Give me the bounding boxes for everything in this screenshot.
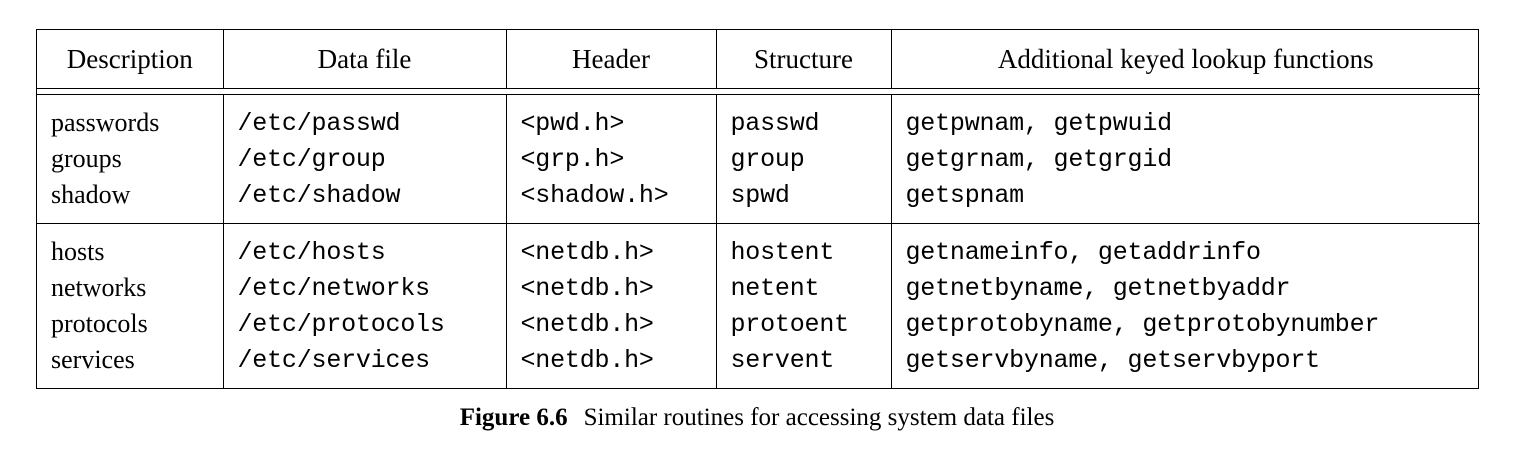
cell-functions: getpwnam, getpwuid [890, 105, 1480, 141]
table-row: networks /etc/networks <netdb.h> netent … [37, 270, 1480, 306]
column-header-structure: Structure [715, 30, 891, 88]
cell-structure: servent [715, 342, 891, 378]
cell-structure: netent [715, 270, 891, 306]
group-2-bottom-spacer [37, 378, 1480, 388]
cell-description: groups [51, 144, 122, 173]
cell-description: protocols [51, 309, 148, 338]
cell-structure: protoent [715, 306, 891, 342]
table-header-row: Description Data file Header Structure A… [37, 30, 1480, 88]
column-header-data-file: Data file [222, 30, 506, 88]
cell-structure: passwd [715, 105, 891, 141]
data-files-table: Description Data file Header Structure A… [36, 29, 1480, 389]
column-header-functions: Additional keyed lookup functions [890, 30, 1480, 88]
figure-caption-label: Figure 6.6 [459, 404, 568, 431]
cell-description: shadow [51, 180, 131, 209]
cell-description: services [51, 345, 135, 374]
table-row: groups /etc/group <grp.h> group getgrnam… [37, 141, 1480, 177]
cell-data-file: /etc/passwd [222, 105, 506, 141]
cell-functions: getprotobyname, getprotobynumber [890, 306, 1480, 342]
group-2-top-spacer [37, 224, 1480, 234]
cell-functions: getnameinfo, getaddrinfo [890, 234, 1480, 270]
cell-structure: group [715, 141, 891, 177]
group-1-bottom-spacer [37, 213, 1480, 223]
table-row: passwords /etc/passwd <pwd.h> passwd get… [37, 105, 1480, 141]
cell-structure: spwd [715, 177, 891, 213]
figure-caption: Figure 6.6 Similar routines for accessing… [0, 404, 1514, 432]
column-header-description: Description [66, 44, 193, 74]
header-double-rule [37, 88, 1480, 95]
cell-header: <pwd.h> [505, 105, 716, 141]
cell-header: <netdb.h> [505, 306, 716, 342]
cell-data-file: /etc/group [222, 141, 506, 177]
table-row: services /etc/services <netdb.h> servent… [37, 342, 1480, 378]
column-header-header: Header [505, 30, 716, 88]
group-separator-rule [37, 223, 1480, 224]
cell-functions: getnetbyname, getnetbyaddr [890, 270, 1480, 306]
cell-header: <shadow.h> [505, 177, 716, 213]
cell-functions: getspnam [890, 177, 1480, 213]
cell-structure: hostent [715, 234, 891, 270]
cell-data-file: /etc/networks [222, 270, 506, 306]
table-body: passwords /etc/passwd <pwd.h> passwd get… [37, 88, 1480, 388]
figure-caption-text: Similar routines for accessing system da… [583, 404, 1055, 431]
table-row: hosts /etc/hosts <netdb.h> hostent getna… [37, 234, 1480, 270]
cell-data-file: /etc/protocols [222, 306, 506, 342]
cell-header: <netdb.h> [505, 270, 716, 306]
table-row: shadow /etc/shadow <shadow.h> spwd getsp… [37, 177, 1480, 213]
table-row: protocols /etc/protocols <netdb.h> proto… [37, 306, 1480, 342]
cell-description: networks [51, 273, 147, 302]
cell-data-file: /etc/services [222, 342, 506, 378]
single-rule [37, 223, 1480, 224]
cell-header: <grp.h> [505, 141, 716, 177]
cell-functions: getgrnam, getgrgid [890, 141, 1480, 177]
double-rule [37, 88, 1480, 95]
cell-data-file: /etc/hosts [222, 234, 506, 270]
cell-description: passwords [51, 108, 160, 137]
table: Description Data file Header Structure A… [37, 30, 1480, 388]
table-header: Description Data file Header Structure A… [37, 30, 1480, 88]
cell-functions: getservbyname, getservbyport [890, 342, 1480, 378]
cell-data-file: /etc/shadow [222, 177, 506, 213]
cell-description: hosts [51, 237, 105, 266]
cell-header: <netdb.h> [505, 234, 716, 270]
group-1-top-spacer [37, 95, 1480, 105]
cell-header: <netdb.h> [505, 342, 716, 378]
